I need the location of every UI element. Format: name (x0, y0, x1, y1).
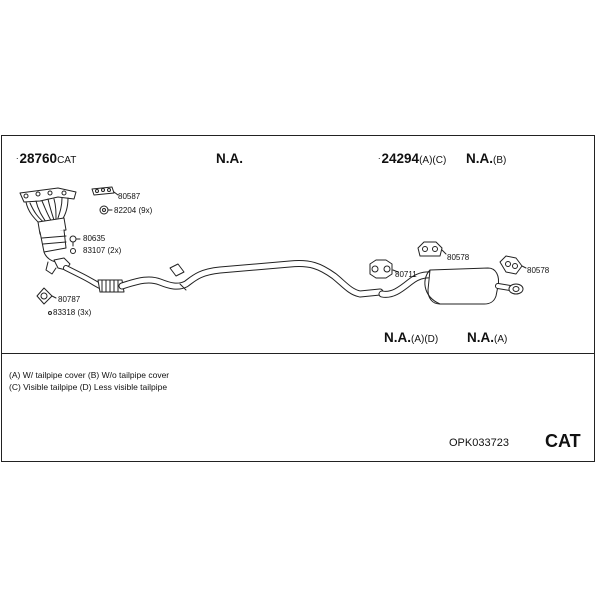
part-label: 83107 (2x) (83, 246, 122, 255)
flange-gasket-icon (36, 287, 53, 305)
diagram-frame (1, 135, 595, 462)
part-number: N.A. (216, 151, 243, 166)
part-label: 83318 (3x) (53, 308, 92, 317)
part-suffix: (A)(C) (419, 155, 447, 166)
part-suffix: (A) (494, 334, 508, 345)
part-label: 80635 (83, 234, 106, 243)
tick-mark: . (16, 151, 19, 161)
manifold-catalyst-icon (19, 187, 77, 275)
header-tail-ad: N.A.(A)(D) (384, 330, 438, 345)
legend-line: (C) Visible tailpipe (D) Less visible ta… (9, 382, 168, 392)
gasket-icon (91, 186, 115, 196)
front-pipe-icon (63, 265, 125, 293)
part-suffix: (B) (493, 155, 507, 166)
part-number: N.A. (467, 330, 494, 345)
header-rear-silencer: .24294(A)(C) (378, 151, 446, 166)
part-label: 80587 (118, 192, 141, 201)
cat-badge: CAT (545, 431, 581, 451)
sensor-icon (69, 235, 77, 254)
rear-silencer-icon (378, 267, 524, 305)
part-suffix: CAT (57, 155, 77, 166)
leader-line (521, 265, 527, 269)
part-number: N.A. (466, 151, 493, 166)
legend-line: (A) W/ tailpipe cover (B) W/o tailpipe c… (9, 370, 170, 380)
hanger-icon (369, 259, 393, 279)
leader-line (113, 191, 119, 196)
part-label: 80578 (527, 266, 550, 275)
part-suffix: (A)(D) (411, 334, 439, 345)
part-label: 82204 (9x) (114, 206, 153, 215)
part-number: 28760 (19, 151, 58, 166)
header-tail-a: N.A.(A) (467, 330, 507, 345)
legend-divider (1, 353, 595, 354)
part-label: 80787 (58, 295, 81, 304)
leader-line (441, 249, 447, 255)
header-mid-pipe: N.A. (216, 151, 243, 166)
leader-line (51, 295, 57, 299)
part-number: N.A. (384, 330, 411, 345)
leader-line (392, 269, 399, 273)
hanger-icon (417, 241, 443, 257)
hanger-icon (499, 255, 523, 275)
nut-icon (99, 205, 109, 215)
header-manifold: .28760CAT (16, 151, 76, 166)
header-rear-alt-b: N.A.(B) (466, 151, 506, 166)
middle-pipe-icon (118, 260, 384, 298)
article-code: OPK033723 (449, 437, 509, 449)
part-label: 80578 (447, 253, 470, 262)
part-label: 80711 (395, 270, 417, 279)
bolt-icon (48, 311, 52, 315)
tick-mark: . (378, 151, 381, 161)
part-number: 24294 (381, 151, 420, 166)
